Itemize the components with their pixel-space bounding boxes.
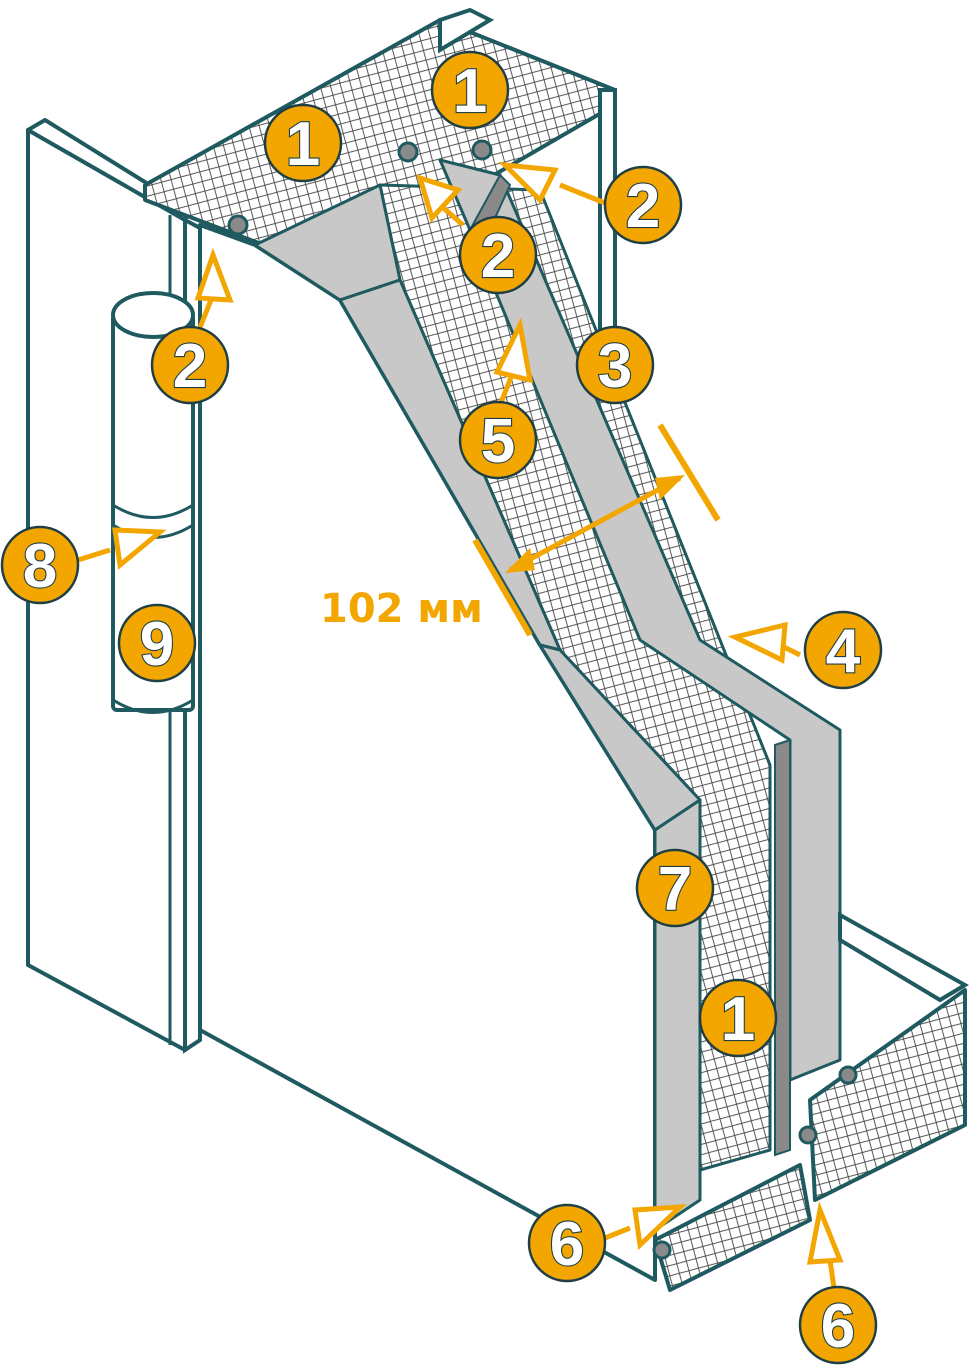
callout-3: 3 [575, 325, 655, 405]
svg-text:6: 6 [821, 1292, 855, 1361]
dimension-label: 102 мм [320, 586, 483, 632]
svg-text:5: 5 [481, 407, 515, 476]
svg-text:4: 4 [826, 617, 861, 686]
callout-5: 5 [458, 400, 538, 480]
callout-7: 7 [635, 848, 715, 928]
steel-profile-inner [253, 183, 702, 1232]
callout-8: 8 [0, 525, 80, 605]
bottom-threshold-profile [653, 911, 969, 1292]
svg-text:9: 9 [140, 610, 174, 679]
callout-2-center: 2 [458, 215, 538, 295]
svg-text:7: 7 [658, 855, 692, 924]
svg-text:6: 6 [550, 1210, 584, 1279]
svg-text:3: 3 [598, 332, 632, 401]
callout-9: 9 [117, 603, 197, 683]
dimension-102mm: 102 мм [320, 423, 721, 637]
callout-1-top-left: 1 [263, 103, 343, 183]
callout-2-left: 2 [150, 325, 230, 405]
callout-6-left: 6 [527, 1203, 607, 1283]
callout-arrows [77, 161, 844, 1296]
callout-badges: 1 1 1 2 2 2 3 4 [0, 50, 883, 1365]
callout-2-right: 2 [603, 165, 683, 245]
callout-1-top-right: 1 [430, 50, 510, 130]
svg-text:2: 2 [173, 332, 207, 401]
svg-text:1: 1 [453, 57, 487, 126]
svg-text:2: 2 [481, 222, 515, 291]
callout-1-bottom: 1 [698, 978, 778, 1058]
callout-6-right: 6 [798, 1285, 878, 1365]
svg-text:2: 2 [626, 172, 660, 241]
svg-text:1: 1 [721, 985, 755, 1054]
seal-gaskets [227, 139, 858, 1260]
callout-4: 4 [803, 610, 883, 690]
svg-text:1: 1 [286, 110, 320, 179]
svg-text:8: 8 [23, 532, 57, 601]
